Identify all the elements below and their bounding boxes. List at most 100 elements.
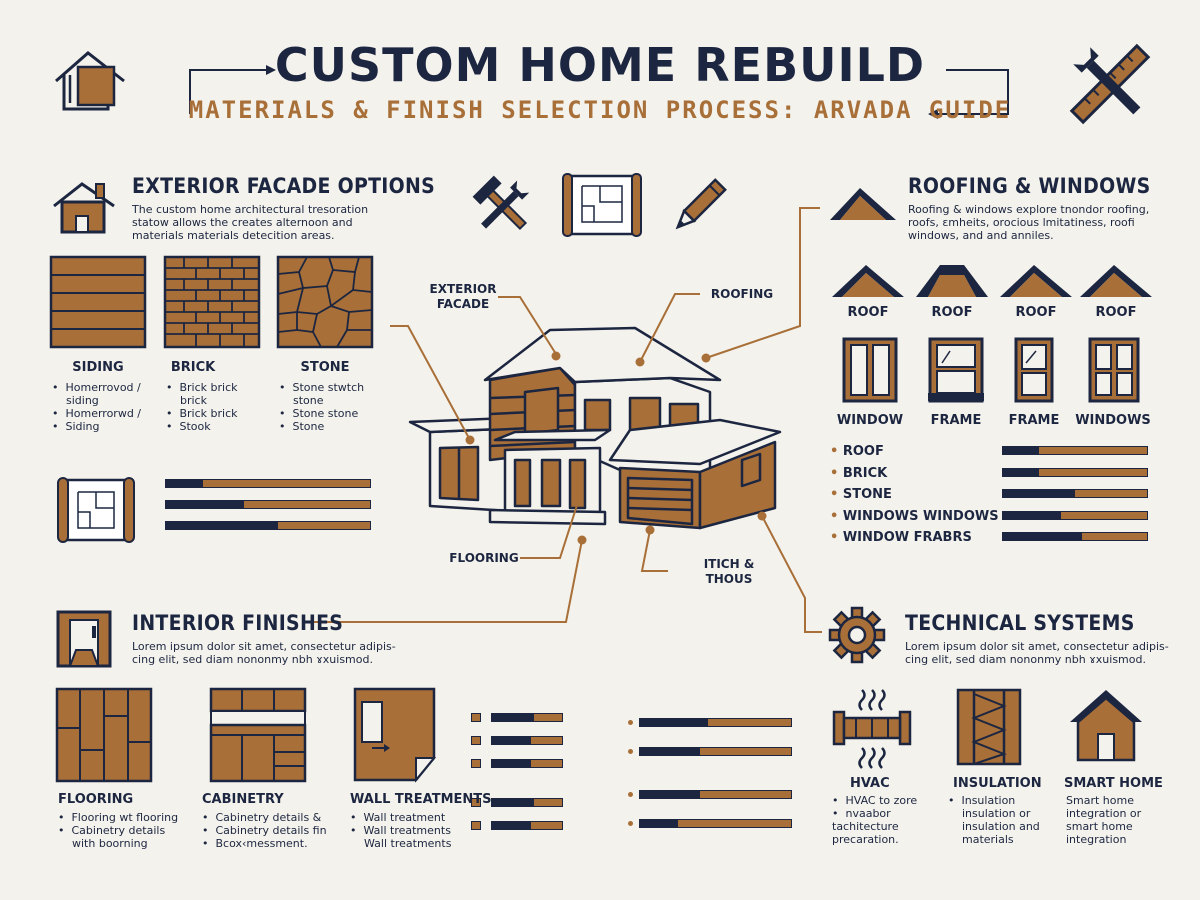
hvac-detail-line: tachitecture xyxy=(832,820,899,833)
smart-home-label: SMART HOME xyxy=(1064,776,1163,791)
interior-section-title: INTERIOR FINISHES xyxy=(132,611,344,635)
wall-treatment-detail-line: • Wall treatments xyxy=(350,824,451,837)
insulation-label: INSULATION xyxy=(953,776,1042,791)
roofing-option: WINDOW FRABRS xyxy=(830,527,999,549)
siding-detail-line: • Homerrorwd / xyxy=(52,407,142,420)
flooring-detail-line: • Cabinetry details xyxy=(58,824,166,837)
gear-icon xyxy=(828,606,886,664)
stone-detail-line: • Stone stwtch xyxy=(279,381,365,394)
roof-style-icon xyxy=(1080,265,1152,297)
brick-detail-line: • Brick brick xyxy=(166,407,238,420)
window-label: WINDOW xyxy=(836,413,904,428)
floor-plan-icon xyxy=(562,173,642,237)
pencil-icon xyxy=(675,178,727,230)
interior-large-progress-bar xyxy=(639,747,792,756)
roofing-desc-line: Roofing & windows explore tnondor roofin… xyxy=(908,203,1150,216)
technical-desc-line: cing elit, sed diam nononmy nbh ɤxuismod… xyxy=(905,653,1146,666)
blueprint-scroll-icon xyxy=(57,477,135,543)
interior-small-progress-bar xyxy=(491,736,563,745)
hammer-wrench-icon xyxy=(472,175,530,231)
smart-home-detail-line: Smart home xyxy=(1066,794,1134,807)
hvac-detail-line: • nvaabor xyxy=(832,807,891,820)
interior-doorway-icon xyxy=(56,610,112,668)
insulation-detail-line: insulation or xyxy=(962,807,1031,820)
header-arrow-left xyxy=(189,65,276,114)
interior-large-progress-bar xyxy=(639,819,792,828)
brick-detail-line: • Brick brick xyxy=(166,381,238,394)
siding-detail-line: • Homerrovod / xyxy=(52,381,141,394)
hvac-label: HVAC xyxy=(850,776,890,791)
stone-label: STONE xyxy=(300,360,350,375)
roof-style-icon xyxy=(916,265,988,297)
brick-details: • Brick brick brick • Brick brick • Stoo… xyxy=(166,381,238,433)
roofing-option: STONE xyxy=(830,484,999,506)
interior-small-progress-bar xyxy=(491,759,563,768)
brick-label: BRICK xyxy=(170,360,216,375)
brick-swatch xyxy=(163,255,261,349)
cabinetry-swatch xyxy=(209,687,307,783)
cabinetry-detail-line: • Bcox‹messment. xyxy=(202,837,308,850)
flooring-detail-line: • Flooring wt flooring xyxy=(58,811,179,824)
exterior-desc-line: materials materials detecition areas. xyxy=(132,229,335,242)
cabinetry-label: CABINETRY xyxy=(202,792,284,807)
interior-desc-line: Lorem ipsum dolor sit amet, consectetur … xyxy=(132,640,396,653)
page-title: CUSTOM HOME REBUILD xyxy=(274,38,926,92)
roofing-progress-bar xyxy=(1002,532,1148,541)
cabinetry-detail-line: • Cabinetry details & xyxy=(202,811,322,824)
siding-swatch xyxy=(49,255,147,349)
roofing-option: ROOF xyxy=(830,441,999,463)
siding-label: SIDING xyxy=(72,360,124,375)
smart-home-detail-line: integration or xyxy=(1066,807,1142,820)
roofing-progress-bar xyxy=(1002,446,1148,455)
smart-home-icon xyxy=(1070,690,1142,762)
siding-details: • Homerrovod / siding • Homerrorwd / • S… xyxy=(52,381,141,433)
interior-large-progress-bar xyxy=(639,718,792,727)
exterior-desc-line: statow allows the creates alternoon and xyxy=(132,216,353,229)
exterior-desc-line: The custom home architectural tresoratio… xyxy=(132,203,369,216)
roofing-desc-line: windows, and and anniles. xyxy=(908,229,1054,242)
smart-home-detail-line: integration xyxy=(1066,833,1127,846)
roof-label: ROOF xyxy=(931,305,973,320)
insulation-icon xyxy=(956,688,1022,766)
roof-label: ROOF xyxy=(847,305,889,320)
exterior-section-title: EXTERIOR FACADE OPTIONS xyxy=(132,174,436,198)
page-subtitle: MATERIALS & FINISH SELECTION PROCESS: AR… xyxy=(188,96,1012,124)
callout-kitchen-line: ITICH & xyxy=(703,557,755,571)
roof-label: ROOF xyxy=(1015,305,1057,320)
insulation-detail-line: • Insulation xyxy=(948,794,1016,807)
flooring-detail-line: with boorning xyxy=(72,837,148,850)
callout-roofing: ROOFING xyxy=(710,287,774,301)
roofing-progress-bar xyxy=(1002,510,1148,520)
roofing-options-list: ROOF BRICK STONE WINDOWS WINDOWS WINDOW … xyxy=(830,441,999,549)
callout-exterior-facade-line: EXTERIOR xyxy=(429,282,497,296)
roofing-progress-bar xyxy=(1002,489,1148,498)
header-arrow-right xyxy=(928,69,1009,119)
roof-style-icon xyxy=(832,265,904,297)
house-outline-icon xyxy=(55,51,125,111)
stone-swatch xyxy=(276,255,374,349)
technical-section-title: TECHNICAL SYSTEMS xyxy=(905,611,1135,635)
wall-treatment-detail-line: • Wall treatment xyxy=(350,811,446,824)
frame-icon xyxy=(928,337,984,403)
house-illustration xyxy=(408,326,782,530)
roof-style-icon xyxy=(1000,265,1072,297)
hvac-detail-line: precaration. xyxy=(832,833,899,846)
brick-detail-line: • Stook xyxy=(166,420,211,433)
window-label: FRAME xyxy=(1008,413,1060,428)
smart-home-detail-line: smart home xyxy=(1066,820,1133,833)
roofing-progress-bar xyxy=(1002,467,1148,477)
exterior-progress-bar xyxy=(165,521,371,530)
window-label: WINDOWS xyxy=(1075,413,1151,428)
roofing-option: BRICK xyxy=(830,463,999,485)
stone-details: • Stone stwtch stone • Stone stone • Sto… xyxy=(279,381,364,433)
interior-desc-line: cing elit, sed diam nononmy nbh ɤxuismod… xyxy=(132,653,373,666)
siding-detail-line: siding xyxy=(66,394,99,407)
stone-detail-line: • Stone xyxy=(279,420,325,433)
windows-icon xyxy=(1088,337,1140,403)
technical-desc-line: Lorem ipsum dolor sit amet, consectetur … xyxy=(905,640,1169,653)
cabinetry-detail-line: • Cabinetry details fin xyxy=(202,824,327,837)
flooring-label: FLOORING xyxy=(58,792,134,807)
interior-large-progress-bar xyxy=(639,790,792,799)
brick-detail-line: brick xyxy=(180,394,207,407)
